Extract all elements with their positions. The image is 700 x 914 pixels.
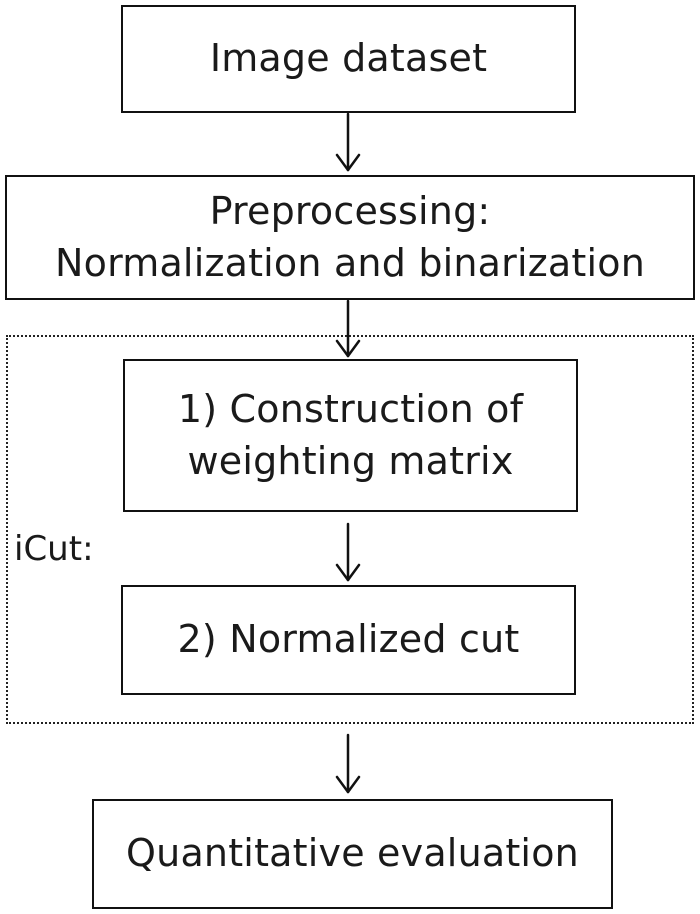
preprocessing-title: Preprocessing: bbox=[209, 189, 491, 234]
icut-group-label: iCut: bbox=[14, 529, 94, 569]
image-dataset-box: Image dataset bbox=[121, 5, 576, 113]
arrow-dataset-to-preprocessing bbox=[335, 112, 361, 172]
construction-box: 1) Construction of weighting matrix bbox=[123, 359, 578, 512]
evaluation-box: Quantitative evaluation bbox=[92, 799, 613, 909]
icut-group bbox=[6, 335, 694, 724]
construction-line2: weighting matrix bbox=[187, 438, 514, 483]
arrow-preprocessing-to-icut bbox=[335, 299, 361, 358]
normalized-cut-label: 2) Normalized cut bbox=[177, 617, 520, 662]
preprocessing-subtitle: Normalization and binarization bbox=[55, 240, 645, 285]
evaluation-label: Quantitative evaluation bbox=[126, 831, 579, 876]
normalized-cut-box: 2) Normalized cut bbox=[121, 585, 576, 695]
arrow-construction-to-cut bbox=[335, 522, 361, 582]
image-dataset-label: Image dataset bbox=[209, 36, 488, 81]
construction-line1: 1) Construction of bbox=[177, 387, 524, 432]
preprocessing-box: Preprocessing: Normalization and binariz… bbox=[5, 175, 695, 300]
arrow-icut-to-evaluation bbox=[335, 733, 361, 794]
